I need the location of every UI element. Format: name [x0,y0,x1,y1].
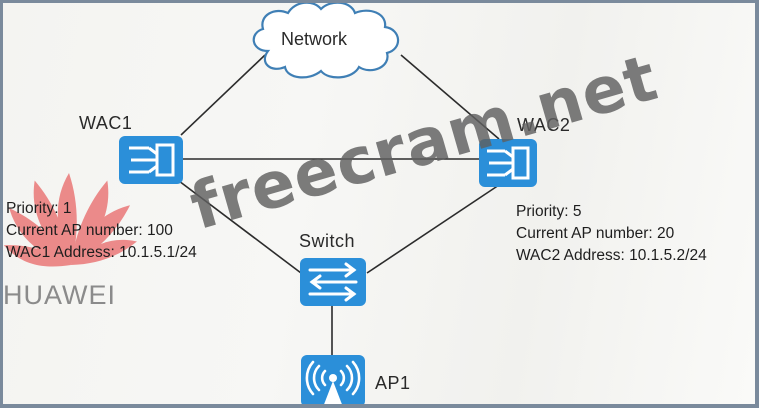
logo-petal [33,180,71,265]
diagram-canvas: Network WAC1 WAC2 Switch AP1 Priority: 1… [3,3,755,404]
link-wac2-switch [366,184,500,274]
wac1-label: WAC1 [79,113,133,133]
switch-label: Switch [299,231,356,251]
logo-petal [9,208,71,265]
switch-icon [300,258,366,306]
link-network-wac2 [400,54,500,140]
ap1-icon [301,355,365,404]
wac1-info: Priority: 1 Current AP number: 100 WAC1 … [6,198,197,264]
wac1-icon [119,136,183,184]
wac2-icon [479,139,537,187]
wac2-priority: Priority: 5 [516,203,582,220]
huawei-logo-text: HUAWEI [3,280,116,310]
wac1-address: WAC1 Address: 10.1.5.1/24 [6,244,197,261]
network-cloud-icon [252,3,400,79]
wac2-label: WAC2 [517,115,571,135]
logo-petal [71,180,109,265]
link-network-wac1 [180,54,266,136]
huawei-logo-icon [3,173,137,267]
wac2-ap-count: Current AP number: 20 [516,225,675,242]
wac2-info: Priority: 5 Current AP number: 20 WAC2 A… [516,201,707,267]
wac1-ap-count: Current AP number: 100 [6,222,173,239]
wac1-priority: Priority: 1 [6,200,72,217]
topology-links [119,3,537,404]
network-label: Network [281,29,348,49]
link-wac1-switch [178,180,302,274]
wac2-address: WAC2 Address: 10.1.5.2/24 [516,247,707,264]
logo-petal [71,205,131,265]
ap1-label: AP1 [375,373,411,393]
logo-petal [71,239,137,265]
logo-petal [3,245,71,267]
